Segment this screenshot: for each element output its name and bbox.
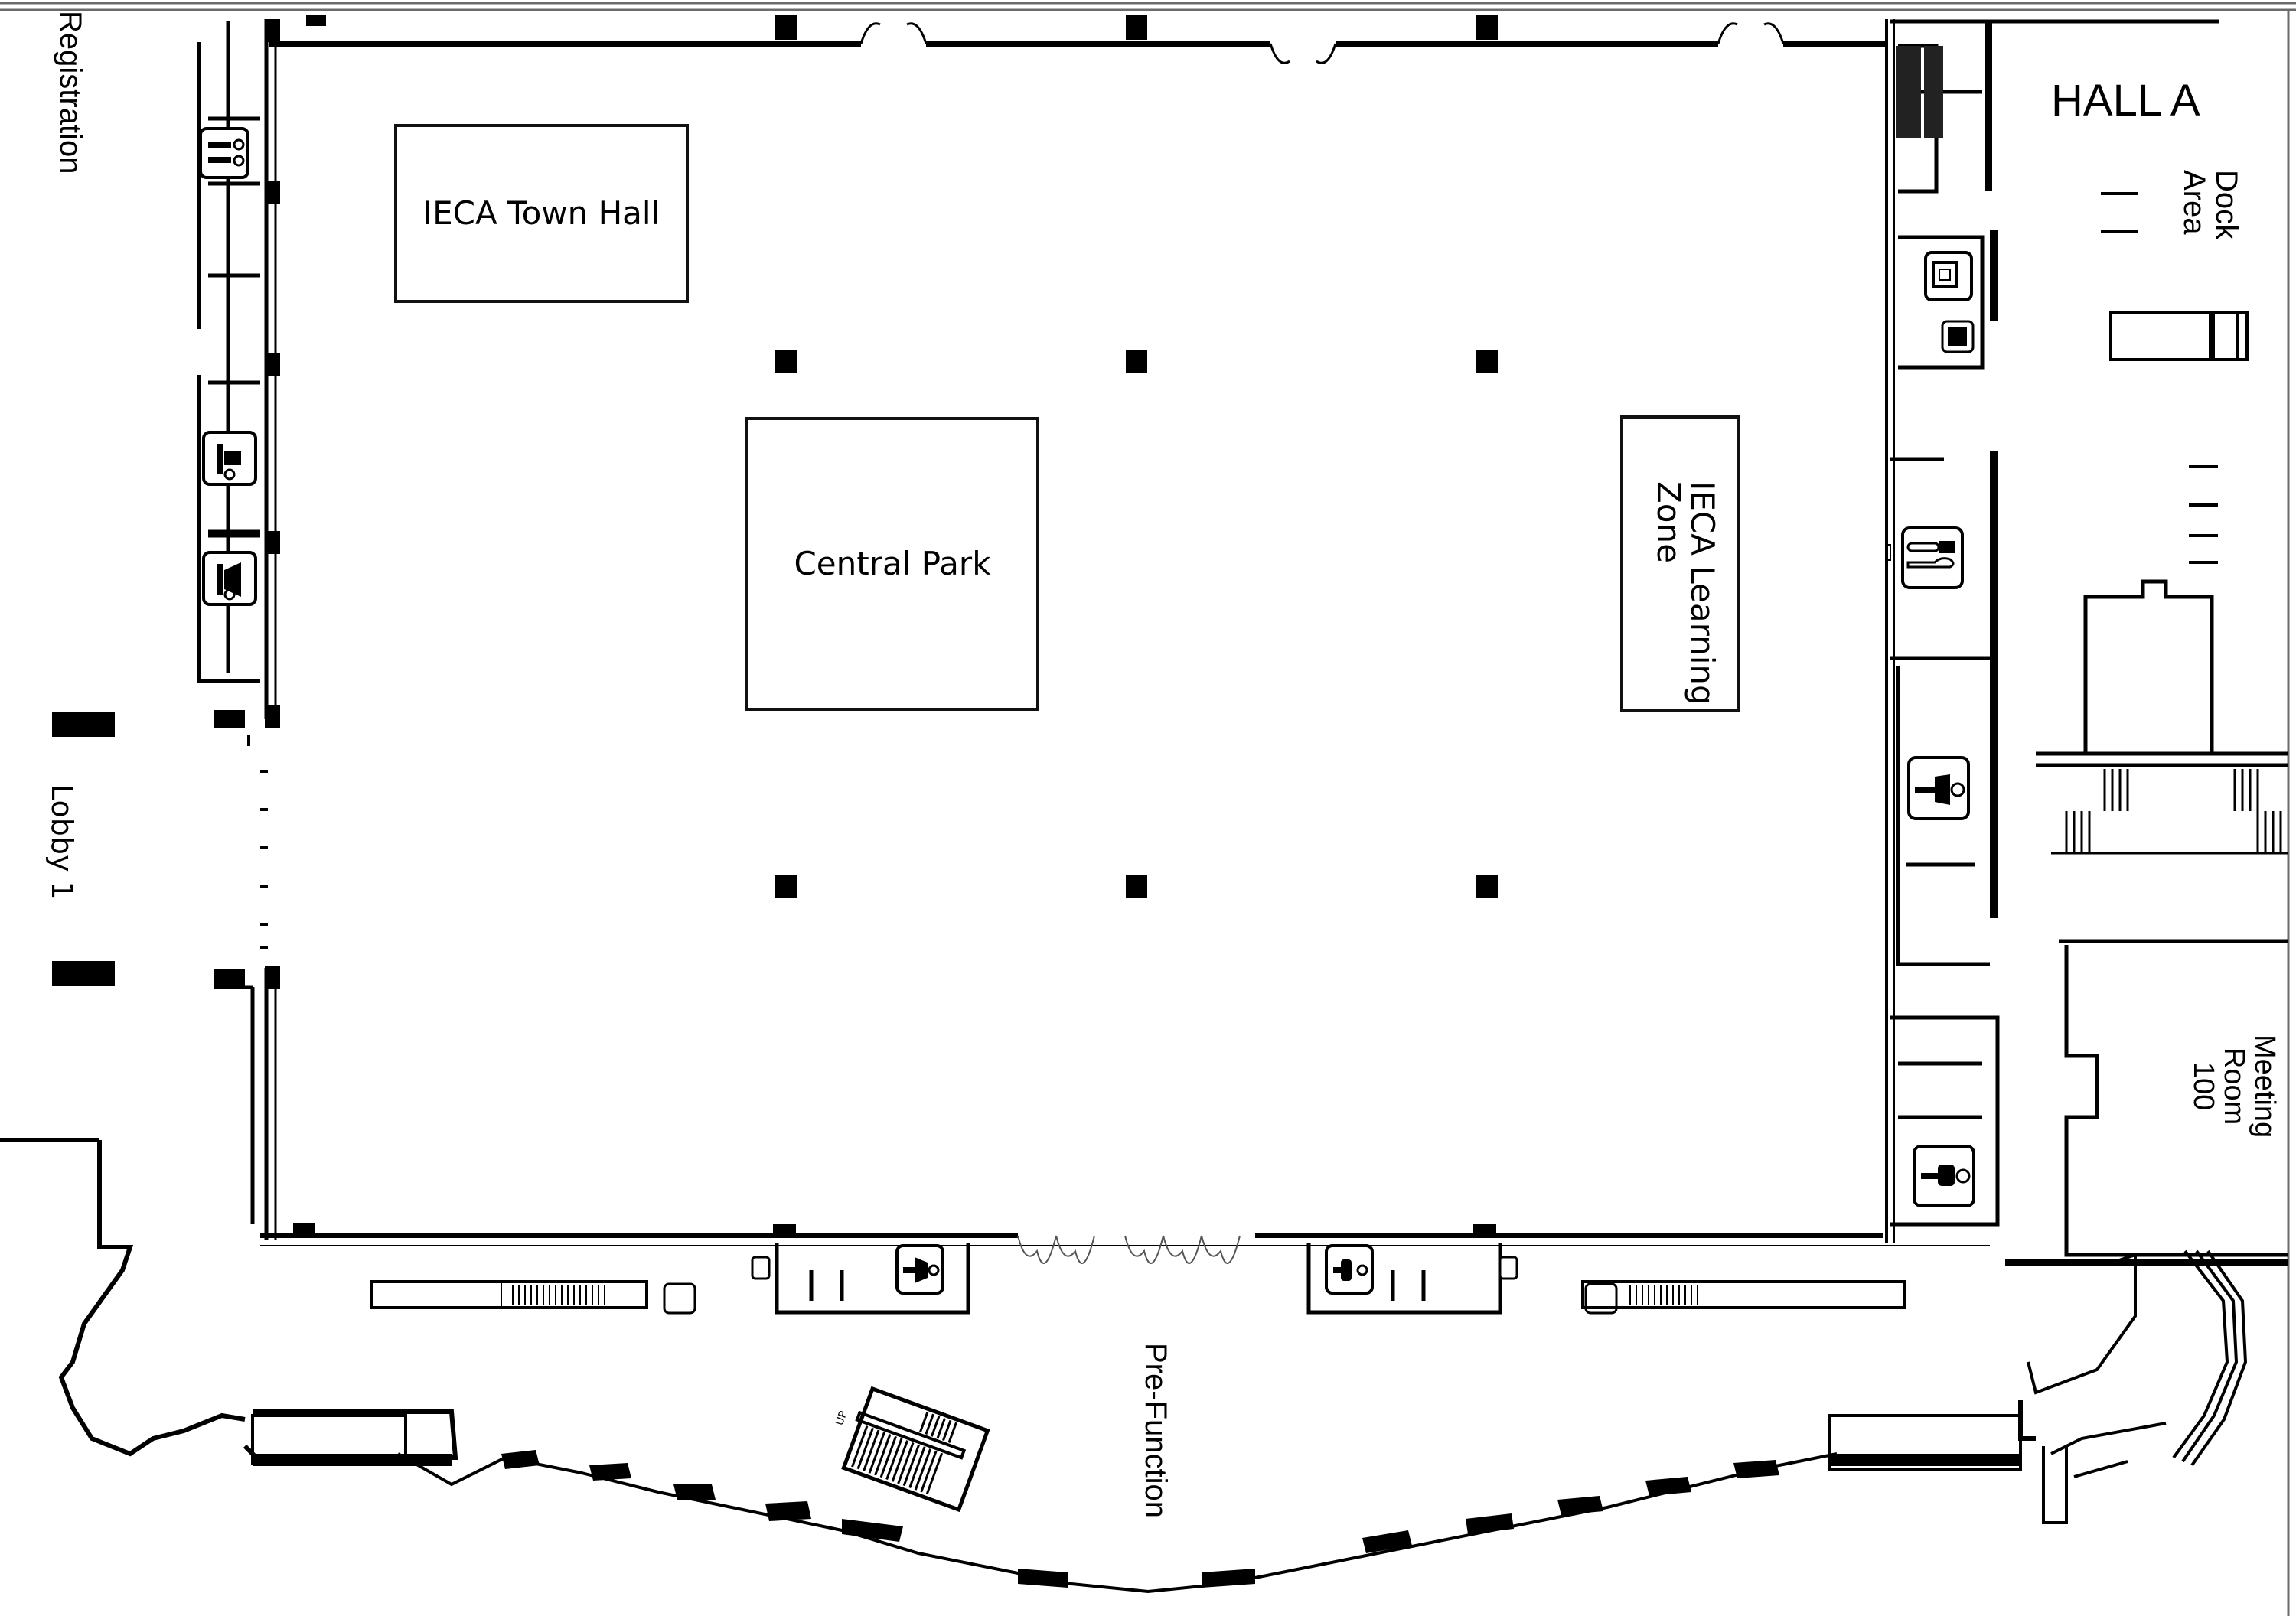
stairs-icon	[841, 1386, 990, 1513]
facade-piers	[253, 1450, 2020, 1588]
meeting-room-100-label: Meeting Room 100	[2187, 1034, 2281, 1139]
dock-area-label: Dock Area	[2177, 170, 2243, 240]
column-icon	[52, 15, 1498, 1236]
restroom-men-icon	[1907, 756, 1970, 820]
elevator-icon	[1924, 251, 1973, 301]
telephone-icon	[1941, 320, 1975, 354]
booth-town-hall-label: IECA Town Hall	[422, 194, 660, 232]
curved-glass-stair	[2027, 1249, 2248, 1524]
lobby-1-label: Lobby 1	[45, 784, 79, 900]
left-service-rooms	[197, 21, 260, 1224]
restroom-men-icon	[1325, 1244, 1374, 1295]
booth-central-park[interactable]: Central Park	[745, 417, 1039, 711]
restroom-women-icon	[895, 1244, 944, 1295]
restroom-men-icon	[202, 431, 257, 486]
escalator-icon	[370, 1280, 1906, 1315]
stairs-icon	[2051, 769, 2288, 855]
booth-town-hall[interactable]: IECA Town Hall	[394, 124, 689, 303]
booth-learning-zone[interactable]: IECA Learning Zone	[1620, 415, 1740, 712]
pre-function-label: Pre-Function	[1139, 1343, 1172, 1518]
room-walls-right	[2005, 579, 2288, 1266]
restroom-pods	[775, 1243, 1502, 1315]
booth-learning-zone-label: IECA Learning Zone	[1649, 481, 1721, 705]
telephone-icon	[751, 1256, 1518, 1280]
restroom-women-icon	[202, 551, 257, 606]
hall-title: HALL A	[2051, 76, 2200, 125]
dock-area	[2101, 192, 2249, 564]
booth-central-park-label: Central Park	[794, 544, 991, 582]
lobby-doors	[247, 735, 268, 949]
entry-doors-bottom	[1017, 1235, 1241, 1264]
stairs-icon	[1896, 46, 1943, 138]
food-service-icon	[1885, 526, 1964, 589]
registration-label: Registration	[54, 11, 87, 174]
restroom-family-icon	[199, 127, 249, 179]
restroom-women-icon	[1913, 1145, 1975, 1207]
curved-facade	[0, 1138, 2036, 1594]
right-service-rooms	[1890, 19, 2219, 1227]
